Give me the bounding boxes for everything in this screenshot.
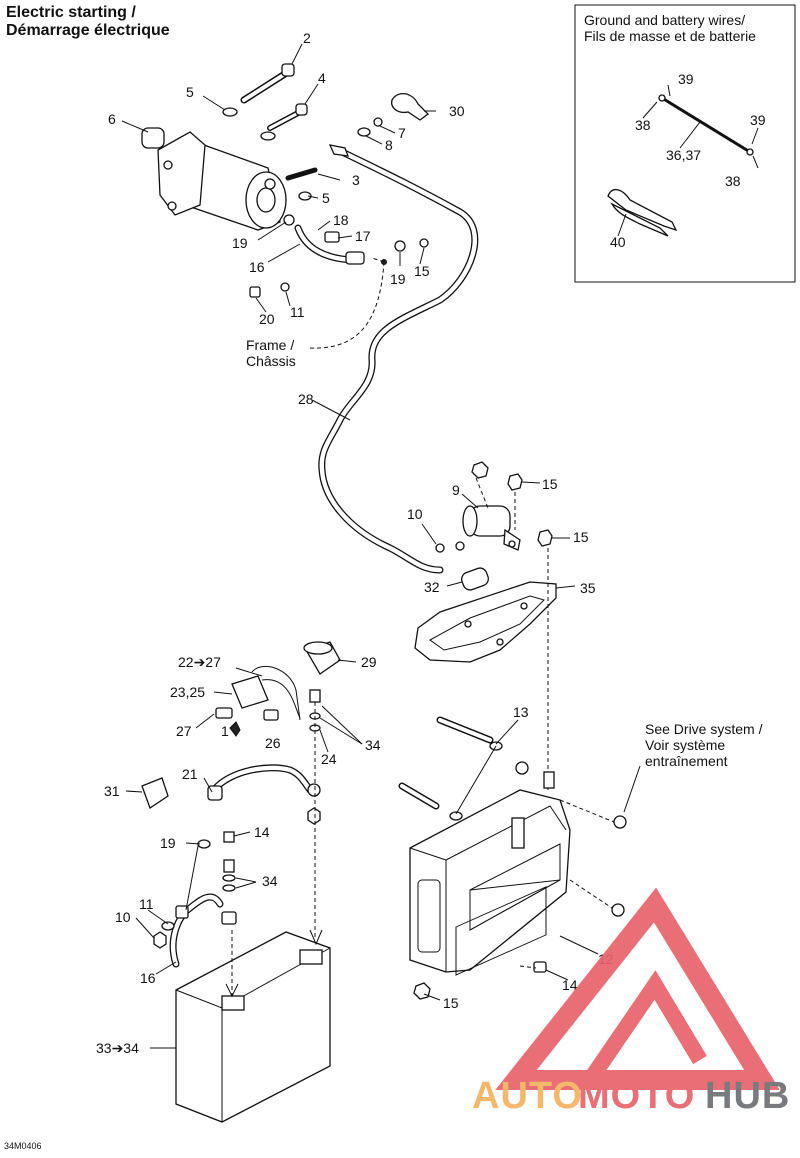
callout-30: 30 — [449, 103, 465, 119]
watermark-hub: HUB — [705, 1075, 790, 1117]
callout-27: 27 — [176, 723, 192, 739]
callout-15e: 15 — [443, 995, 459, 1011]
callout-40: 40 — [610, 234, 626, 250]
callout-28: 28 — [298, 391, 314, 407]
fuse-holder — [215, 665, 301, 737]
drive-note-line1: See Drive system / — [645, 721, 763, 737]
solenoid-nuts — [471, 461, 553, 547]
leader-lines-mid — [421, 481, 576, 790]
leader-lines-fuse — [125, 659, 363, 793]
terminal-cap-29 — [303, 641, 341, 675]
drive-note-line3: entraînement — [645, 753, 728, 769]
tray-bolts — [398, 716, 627, 1000]
callout-22-27: 22➔27 — [178, 654, 221, 670]
watermark-moto: MOTO — [578, 1075, 695, 1117]
callout-7: 7 — [398, 125, 406, 141]
inset-title: Ground and battery wires/ Fils de masse … — [584, 12, 756, 44]
callout-14b: 14 — [562, 977, 578, 993]
title-line-fr: Démarrage électrique — [6, 22, 170, 39]
callout-38b: 38 — [725, 173, 741, 189]
callout-19c: 19 — [160, 835, 176, 851]
callout-36-37: 36,37 — [666, 147, 701, 163]
callout-34: 34 — [365, 737, 381, 753]
callout-33-34: 33➔34 — [96, 1040, 139, 1056]
crimp-tool-part — [607, 189, 678, 237]
small-nuts-top — [249, 117, 429, 298]
battery-wire-part — [642, 84, 759, 169]
callout-5b: 5 — [322, 190, 330, 206]
diagram-title: Electric starting / Démarrage électrique — [6, 4, 170, 40]
fuse-hardware — [307, 689, 321, 940]
callout-34b: 34 — [262, 873, 278, 889]
callout-39: 39 — [678, 71, 694, 87]
terminal-cover-31 — [141, 777, 169, 809]
starter-cable — [294, 224, 365, 265]
callout-15d: 15 — [573, 529, 589, 545]
frame-note-en: Frame / — [246, 337, 295, 353]
starter-motor — [141, 127, 287, 231]
watermark-logo: AUTO MOTO HUB — [472, 887, 790, 1117]
callout-16b: 16 — [140, 970, 156, 986]
watermark-auto: AUTO — [472, 1075, 583, 1117]
leader-lines-battery — [135, 831, 257, 1049]
callout-17: 17 — [355, 228, 371, 244]
drive-note-line2: Voir système — [645, 737, 726, 753]
callout-10b: 10 — [115, 909, 131, 925]
diagram-code: 34M0406 — [4, 1141, 42, 1151]
title-line-en: Electric starting / — [6, 4, 136, 21]
ground-cable-21 — [207, 764, 321, 801]
callout-8: 8 — [385, 137, 393, 153]
callout-38: 38 — [635, 117, 651, 133]
callout-39b: 39 — [750, 112, 766, 128]
terminal-boot — [391, 93, 429, 121]
callout-11: 11 — [290, 304, 305, 320]
callout-18: 18 — [333, 212, 349, 228]
callout-3: 3 — [352, 172, 360, 188]
callout-9: 9 — [452, 482, 460, 498]
callout-35: 35 — [580, 580, 596, 596]
callout-19: 19 — [232, 235, 248, 251]
battery-tray — [409, 761, 571, 976]
drive-system-note: See Drive system / Voir système entraîne… — [645, 721, 762, 769]
callout-24: 24 — [321, 751, 337, 767]
callout-2: 2 — [303, 30, 311, 46]
callout-1: 1 — [221, 723, 229, 739]
callout-19b: 19 — [390, 271, 406, 287]
callout-labels: 2 4 5 30 6 7 8 3 5 18 17 19 16 19 15 11 … — [96, 30, 766, 1056]
leader-lines-top — [121, 43, 436, 421]
callout-21: 21 — [182, 766, 198, 782]
battery — [175, 929, 331, 1123]
callout-29: 29 — [361, 654, 377, 670]
callout-14: 14 — [254, 824, 270, 840]
inset-title-en: Ground and battery wires/ — [584, 12, 746, 28]
positive-cable — [318, 144, 479, 574]
callout-13: 13 — [513, 704, 529, 720]
callout-31: 31 — [104, 783, 120, 799]
inset-box — [574, 4, 796, 283]
callout-6: 6 — [108, 111, 116, 127]
battery-cable-16 — [169, 893, 237, 968]
callout-15c: 15 — [542, 476, 558, 492]
callout-26: 26 — [265, 735, 281, 751]
battery-hardware — [153, 831, 236, 949]
callout-11b: 11 — [139, 896, 154, 912]
frame-note: Frame / Châssis — [246, 337, 296, 369]
callout-5: 5 — [186, 84, 194, 100]
starter-solenoid — [435, 477, 521, 553]
frame-note-fr: Châssis — [246, 353, 296, 369]
inset-title-fr: Fils de masse et de batterie — [584, 28, 756, 44]
callout-20: 20 — [259, 311, 275, 327]
starter-bolts — [222, 63, 318, 201]
callout-16: 16 — [249, 259, 265, 275]
callout-10: 10 — [407, 506, 423, 522]
leader-lines-tray — [423, 719, 641, 1001]
callout-15: 15 — [414, 263, 430, 279]
callout-32: 32 — [424, 579, 440, 595]
terminal-cap-32 — [461, 567, 489, 591]
callout-23-25: 23,25 — [170, 684, 205, 700]
frame-ground-lines — [309, 257, 387, 349]
callout-4: 4 — [318, 70, 326, 86]
mounting-bracket-35 — [414, 581, 557, 663]
